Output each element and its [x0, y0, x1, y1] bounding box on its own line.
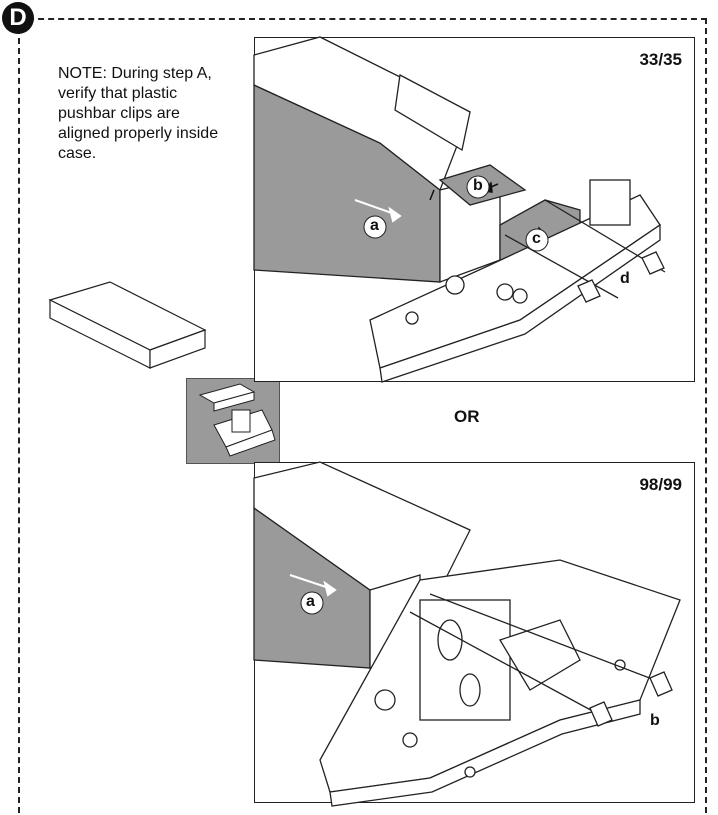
installation-note: NOTE: During step A, verify that plastic…	[58, 65, 219, 162]
step-badge: D	[2, 2, 34, 34]
model-label-33-35: 33/35	[639, 50, 682, 69]
label-a-bottom: a	[306, 593, 315, 610]
screw-icon	[589, 671, 673, 727]
model-label-98-99: 98/99	[639, 475, 682, 494]
label-a-top: a	[370, 217, 379, 234]
label-b-bottom: b	[650, 712, 660, 729]
label-b-top: b	[473, 177, 483, 194]
step-frame	[18, 18, 707, 813]
label-c-top: c	[532, 230, 541, 247]
screw-icon	[577, 251, 665, 303]
or-separator: OR	[454, 407, 480, 426]
label-d-top: d	[620, 270, 630, 287]
